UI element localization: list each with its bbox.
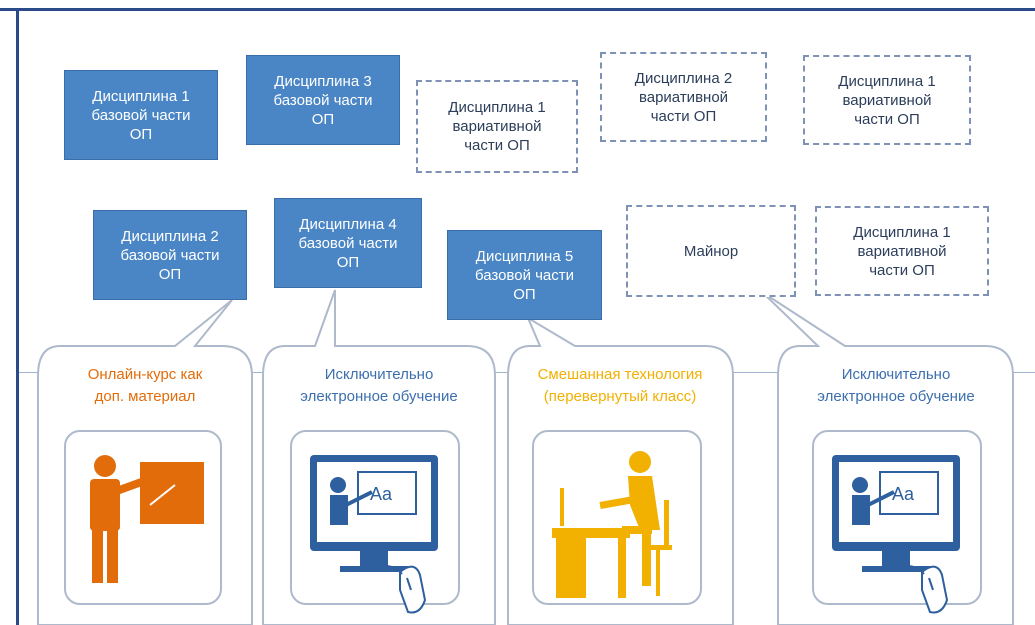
callout-3-label: Смешанная технология(перевернутый класс) <box>537 366 703 405</box>
svg-text:Aa: Aa <box>892 484 915 504</box>
frame-left-border <box>16 8 19 625</box>
middle-box-4: Майнор <box>626 205 796 297</box>
svg-text:Aa: Aa <box>370 484 393 504</box>
student-desk-computer-icon <box>552 451 672 598</box>
monitor-teacher-mouse-icon-2: Aa <box>832 455 960 614</box>
teacher-board-icon <box>90 455 204 583</box>
monitor-teacher-mouse-icon: Aa <box>310 455 438 614</box>
frame-top-border <box>0 8 1035 11</box>
